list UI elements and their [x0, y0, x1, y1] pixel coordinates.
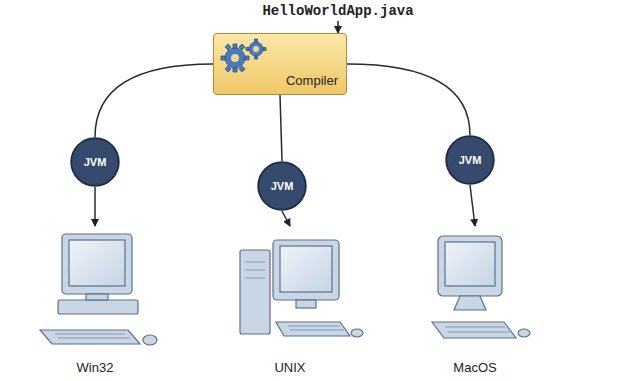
jvm-label: JVM: [70, 156, 120, 168]
source-file-label: HelloWorldApp.java: [262, 3, 413, 19]
jvm-circle: JVM: [257, 161, 307, 211]
connector: [95, 64, 213, 137]
platform-label: Win32: [27, 360, 163, 375]
gears-icon: [220, 38, 270, 74]
jvm-circle: JVM: [70, 137, 120, 187]
connector: [280, 95, 282, 161]
win32-computer: [40, 234, 157, 345]
platform-label: MacOS: [407, 360, 543, 375]
input-arrow: [337, 21, 339, 33]
connector: [94, 187, 96, 226]
compiler-label: Compiler: [286, 73, 338, 88]
jvm-label: JVM: [257, 180, 307, 192]
platform-label: UNIX: [222, 360, 358, 375]
unix-computer: [240, 240, 363, 337]
computer-node: Win32: [27, 226, 163, 378]
connector: [282, 211, 290, 226]
computer-node: UNIX: [222, 226, 358, 378]
connector: [470, 185, 475, 226]
compiler-box: Compiler: [213, 33, 347, 95]
macos-computer: [432, 236, 530, 338]
jvm-label: JVM: [445, 154, 495, 166]
connector: [347, 64, 470, 135]
computer-node: MacOS: [407, 226, 543, 378]
jvm-circle: JVM: [445, 135, 495, 185]
